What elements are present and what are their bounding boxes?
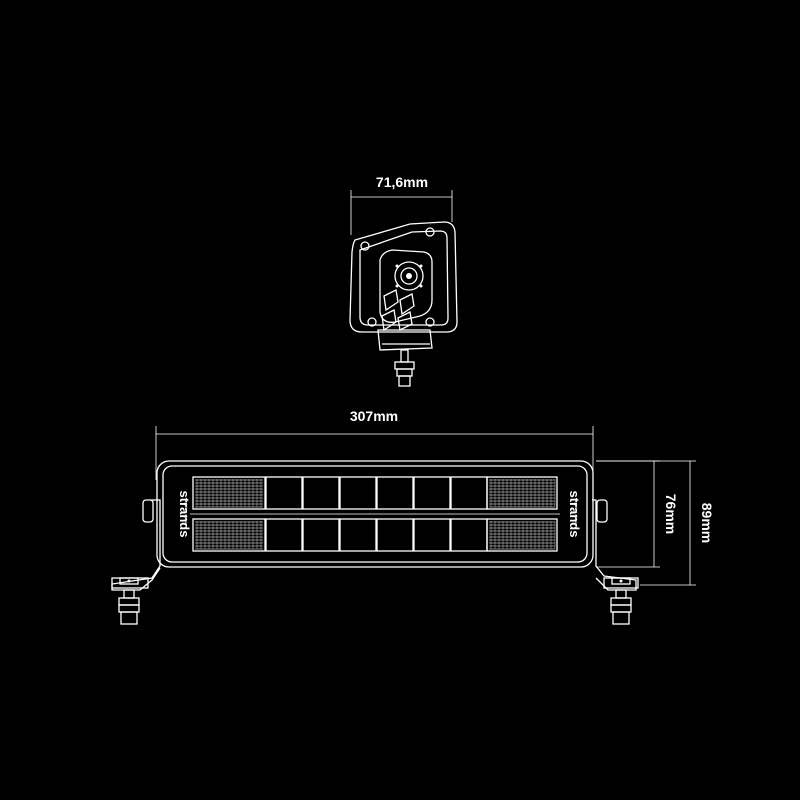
side-housing [349, 221, 458, 333]
light-bar-housing [156, 460, 594, 568]
side-width-dimension: 71,6mm [350, 174, 453, 235]
brand-left: strands lighting division [177, 491, 192, 538]
left-mount-bolt [118, 577, 140, 625]
side-mount-bolt [377, 329, 433, 387]
lens-height-dimension: 76mm [596, 460, 679, 568]
reflector-hatching [195, 479, 556, 550]
left-bracket [111, 499, 161, 591]
side-width-label: 71,6mm [376, 174, 428, 190]
brand-tagline-left: lighting division [184, 500, 189, 527]
reflector-row-bottom [192, 518, 558, 552]
front-view: 307mm 76mm 89mm [111, 408, 715, 625]
brand-right: strands lighting division [567, 491, 582, 538]
total-height-label: 89mm [699, 503, 715, 543]
total-width-label: 307mm [350, 408, 398, 424]
brand-logo-left: strands [177, 491, 192, 538]
right-bracket [592, 499, 639, 591]
side-view: 71,6mm [349, 174, 458, 387]
brand-logo-right: strands [567, 491, 582, 538]
brand-tagline-right: lighting division [574, 500, 579, 527]
right-mount-bolt [610, 577, 632, 625]
total-width-dimension: 307mm [155, 408, 594, 480]
lens-height-label: 76mm [663, 494, 679, 534]
reflector-row-top [192, 476, 558, 510]
total-height-dimension: 89mm [596, 460, 715, 586]
